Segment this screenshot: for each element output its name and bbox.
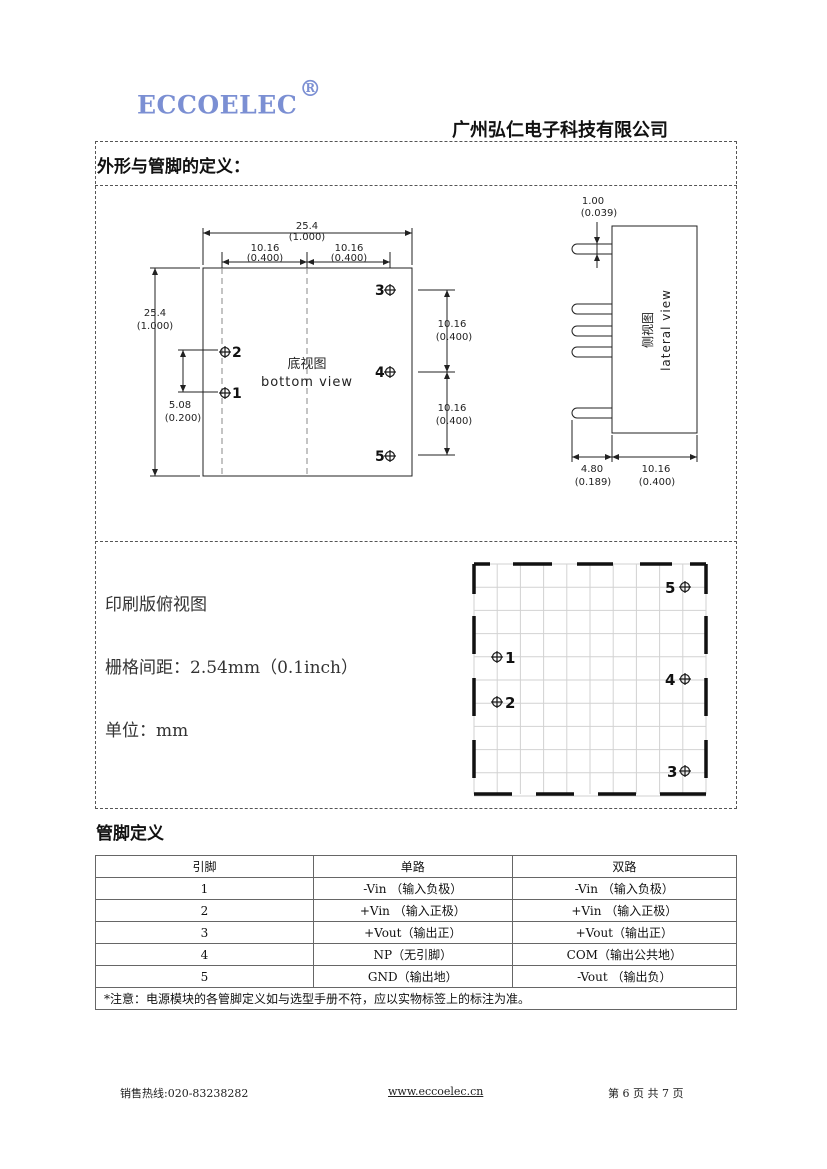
- pin-note: *注意：电源模块的各管脚定义如与选型手册不符，应以实物标签上的标注为准。: [95, 987, 737, 1010]
- pin-dual: -Vin （输入负极）: [511, 877, 738, 900]
- bottom-view-label-cn: 底视图: [287, 356, 326, 372]
- dim-height: 25.4: [144, 308, 166, 319]
- divider: [95, 185, 737, 186]
- lateral-label-en: lateral view: [659, 289, 673, 371]
- dim-pin-gap: 5.08: [169, 400, 191, 411]
- table-header-row: 引脚 单路 双路: [95, 855, 738, 878]
- col-header-dual: 双路: [511, 855, 738, 878]
- pcb-pin-1: 1: [505, 649, 515, 667]
- footer-page: 第 6 页 共 7 页: [608, 1087, 684, 1100]
- pcb-pin-3: 3: [667, 763, 677, 781]
- bottom-view-label-en: bottom view: [261, 375, 353, 390]
- pin-dual: -Vout （输出负）: [511, 965, 738, 988]
- col-header-pin: 引脚: [95, 855, 314, 878]
- section-title-pins: 管脚定义: [96, 824, 164, 844]
- bottom-pin-1: 1: [232, 386, 242, 402]
- section-title-outline: 外形与管脚的定义：: [97, 157, 250, 177]
- pin-number: 2: [95, 899, 314, 922]
- dim-half-left-in: (0.400): [247, 253, 284, 264]
- lat-top-dim: 1.00: [582, 196, 604, 207]
- pcb-pin-5: 5: [665, 579, 675, 597]
- pin-definition-table: 引脚 单路 双路 1 -Vin （输入负极） -Vin （输入负极） 2 +Vi…: [95, 855, 738, 1010]
- bottom-view-drawing: 25.4 (1.000) 10.16 (0.400) 10.16 (0.400)…: [137, 196, 698, 488]
- pcb-pin-2: 2: [505, 694, 515, 712]
- pin-single: +Vin （输入正极）: [312, 899, 513, 922]
- lat-pin-len-in: (0.189): [575, 477, 612, 488]
- lat-body-depth-in: (0.400): [639, 477, 676, 488]
- pin-dual: +Vout（输出正）: [511, 921, 738, 944]
- lat-top-dim-in: (0.039): [581, 208, 618, 219]
- company-name: 广州弘仁电子科技有限公司: [452, 120, 668, 141]
- pin-dual: +Vin （输入正极）: [511, 899, 738, 922]
- pin-single: GND（输出地）: [312, 965, 513, 988]
- bottom-pin-3: 3: [375, 283, 385, 299]
- pin-number: 4: [95, 943, 314, 966]
- dim-width-in: (1.000): [289, 232, 326, 243]
- pcb-grid-pitch: 栅格间距：2.54mm（0.1inch）: [105, 658, 358, 678]
- pcb-title: 印刷版俯视图: [105, 595, 207, 615]
- pin-number: 1: [95, 877, 314, 900]
- registered-mark: ®: [299, 76, 322, 102]
- dim-right-bottom: 10.16: [438, 403, 467, 414]
- dim-half-right: 10.16: [335, 243, 364, 254]
- outline-frame: [95, 141, 737, 809]
- pcb-pin-4: 4: [665, 671, 675, 689]
- divider: [95, 541, 737, 542]
- pin-single: +Vout（输出正）: [312, 921, 513, 944]
- footer-url[interactable]: www.eccoelec.cn: [388, 1085, 484, 1098]
- dim-height-in: (1.000): [137, 321, 174, 332]
- col-header-single: 单路: [312, 855, 513, 878]
- lateral-label-cn: 侧视图: [640, 312, 655, 348]
- dim-half-left: 10.16: [251, 243, 280, 254]
- pin-single: NP（无引脚）: [312, 943, 513, 966]
- table-row: 1 -Vin （输入负极） -Vin （输入负极）: [95, 877, 738, 900]
- bottom-pin-5: 5: [375, 449, 385, 465]
- pcb-grid-drawing: 5 1 4 2 3: [472, 562, 708, 797]
- dim-right-top: 10.16: [438, 319, 467, 330]
- logo-text: ECCOELEC: [137, 90, 298, 120]
- table-row: *注意：电源模块的各管脚定义如与选型手册不符，应以实物标签上的标注为准。: [95, 987, 737, 1010]
- pcb-unit: 单位：mm: [105, 721, 189, 741]
- pin-number: 3: [95, 921, 314, 944]
- company-logo: ECCOELEC®: [137, 76, 322, 120]
- dim-right-top-in: (0.400): [436, 332, 473, 343]
- pcb-info: 印刷版俯视图 栅格间距：2.54mm（0.1inch） 单位：mm: [105, 590, 358, 779]
- table-row: 2 +Vin （输入正极） +Vin （输入正极）: [95, 899, 738, 922]
- dim-right-bottom-in: (0.400): [436, 416, 473, 427]
- dim-pin-gap-in: (0.200): [165, 413, 202, 424]
- lat-body-depth: 10.16: [642, 464, 671, 475]
- table-row: 5 GND（输出地） -Vout （输出负）: [95, 965, 738, 988]
- lat-pin-len: 4.80: [581, 464, 603, 475]
- bottom-pin-2: 2: [232, 345, 242, 361]
- table-row: 4 NP（无引脚） COM（输出公共地）: [95, 943, 738, 966]
- bottom-pin-4: 4: [375, 365, 385, 381]
- dim-half-right-in: (0.400): [331, 253, 368, 264]
- pin-single: -Vin （输入负极）: [312, 877, 513, 900]
- table-row: 3 +Vout（输出正） +Vout（输出正）: [95, 921, 738, 944]
- pin-number: 5: [95, 965, 314, 988]
- footer-hotline: 销售热线:020-83238282: [120, 1087, 249, 1100]
- dim-width: 25.4: [296, 221, 318, 232]
- module-outline-lateral: [611, 225, 698, 434]
- pin-dual: COM（输出公共地）: [511, 943, 738, 966]
